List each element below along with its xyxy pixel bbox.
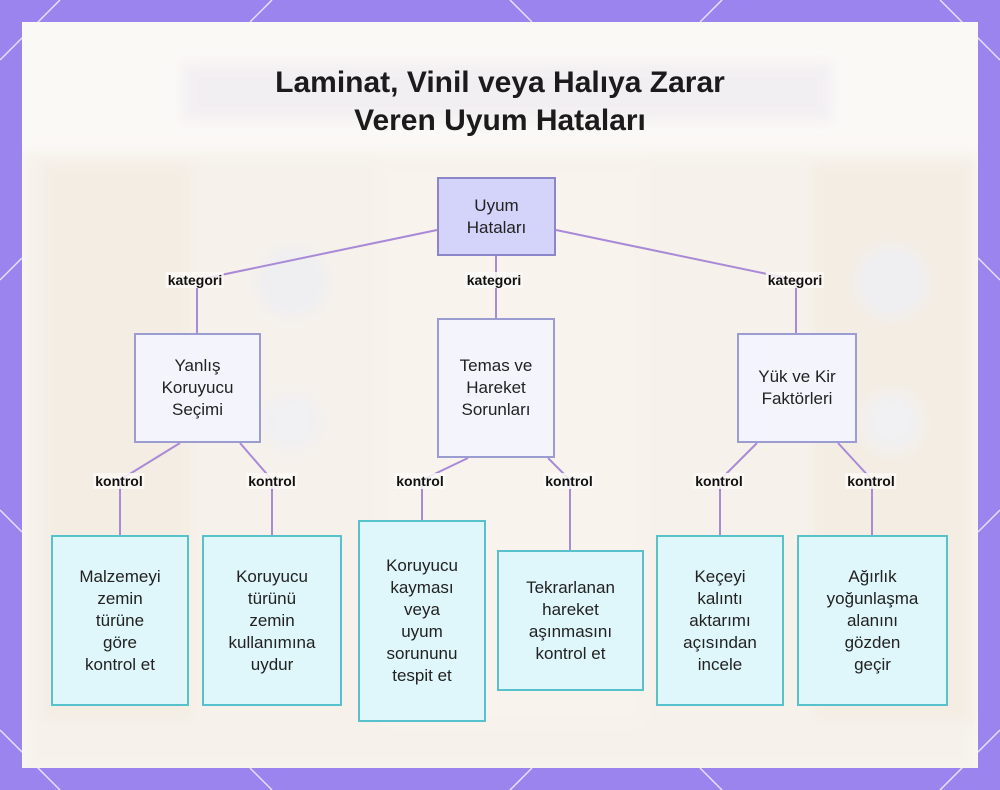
title-line-1: Laminat, Vinil veya Halıya Zarar bbox=[275, 66, 725, 99]
edge-category-1-leaf-2 bbox=[239, 442, 273, 535]
edge-label-leaf-3-2: kontrol bbox=[845, 473, 897, 489]
leaf-node-2-2: Tekrarlanan hareket aşınmasını kontrol e… bbox=[497, 550, 644, 691]
edge-label-category-3: kategori bbox=[765, 272, 825, 288]
category-node-label: Yük ve Kir Faktörleri bbox=[758, 367, 836, 408]
edge-label-leaf-2-2: kontrol bbox=[543, 473, 595, 489]
category-node-1: Yanlış Koruyucu Seçimi bbox=[134, 333, 261, 443]
leaf-node-label: Koruyucu kayması veya uyum sorununu tesp… bbox=[386, 556, 458, 685]
edge-label-leaf-1-1: kontrol bbox=[93, 473, 145, 489]
leaf-node-3-1: Keçeyi kalıntı aktarımı açısından incele bbox=[656, 535, 784, 706]
page-title: Laminat, Vinil veya Halıya Zarar Veren U… bbox=[0, 0, 1000, 140]
leaf-node-2-1: Koruyucu kayması veya uyum sorununu tesp… bbox=[358, 520, 486, 722]
edge-label-category-2: kategori bbox=[464, 272, 524, 288]
leaf-node-label: Tekrarlanan hareket aşınmasını kontrol e… bbox=[526, 577, 615, 663]
edge-root-category-1 bbox=[196, 229, 438, 333]
category-node-label: Yanlış Koruyucu Seçimi bbox=[161, 356, 234, 419]
root-node: Uyum Hataları bbox=[437, 177, 556, 256]
edge-label-leaf-1-2: kontrol bbox=[246, 473, 298, 489]
leaf-node-label: Malzemeyi zemin türüne göre kontrol et bbox=[79, 566, 161, 674]
edge-label-leaf-2-1: kontrol bbox=[394, 473, 446, 489]
edge-label-leaf-3-1: kontrol bbox=[693, 473, 745, 489]
edge-category-1-leaf-1 bbox=[119, 442, 181, 535]
edge-category-3-leaf-1 bbox=[719, 442, 758, 535]
leaf-node-label: Keçeyi kalıntı aktarımı açısından incele bbox=[683, 566, 757, 674]
category-node-2: Temas ve Hareket Sorunları bbox=[437, 318, 555, 458]
edge-root-category-3 bbox=[555, 229, 797, 333]
title-line-2: Veren Uyum Hataları bbox=[354, 104, 646, 137]
category-node-3: Yük ve Kir Faktörleri bbox=[737, 333, 857, 443]
leaf-node-label: Koruyucu türünü zemin kullanımına uydur bbox=[228, 566, 316, 674]
edge-category-3-leaf-2 bbox=[837, 442, 873, 535]
leaf-node-3-2: Ağırlık yoğunlaşma alanını gözden geçir bbox=[797, 535, 948, 706]
edge-label-category-1: kategori bbox=[165, 272, 225, 288]
leaf-node-1-1: Malzemeyi zemin türüne göre kontrol et bbox=[51, 535, 189, 706]
category-node-label: Temas ve Hareket Sorunları bbox=[459, 356, 533, 419]
edge-category-2-leaf-1 bbox=[421, 457, 469, 520]
leaf-node-1-2: Koruyucu türünü zemin kullanımına uydur bbox=[202, 535, 342, 706]
edge-category-2-leaf-2 bbox=[547, 457, 571, 550]
root-node-label: Uyum Hataları bbox=[466, 195, 527, 237]
leaf-node-label: Ağırlık yoğunlaşma alanını gözden geçir bbox=[826, 566, 919, 674]
